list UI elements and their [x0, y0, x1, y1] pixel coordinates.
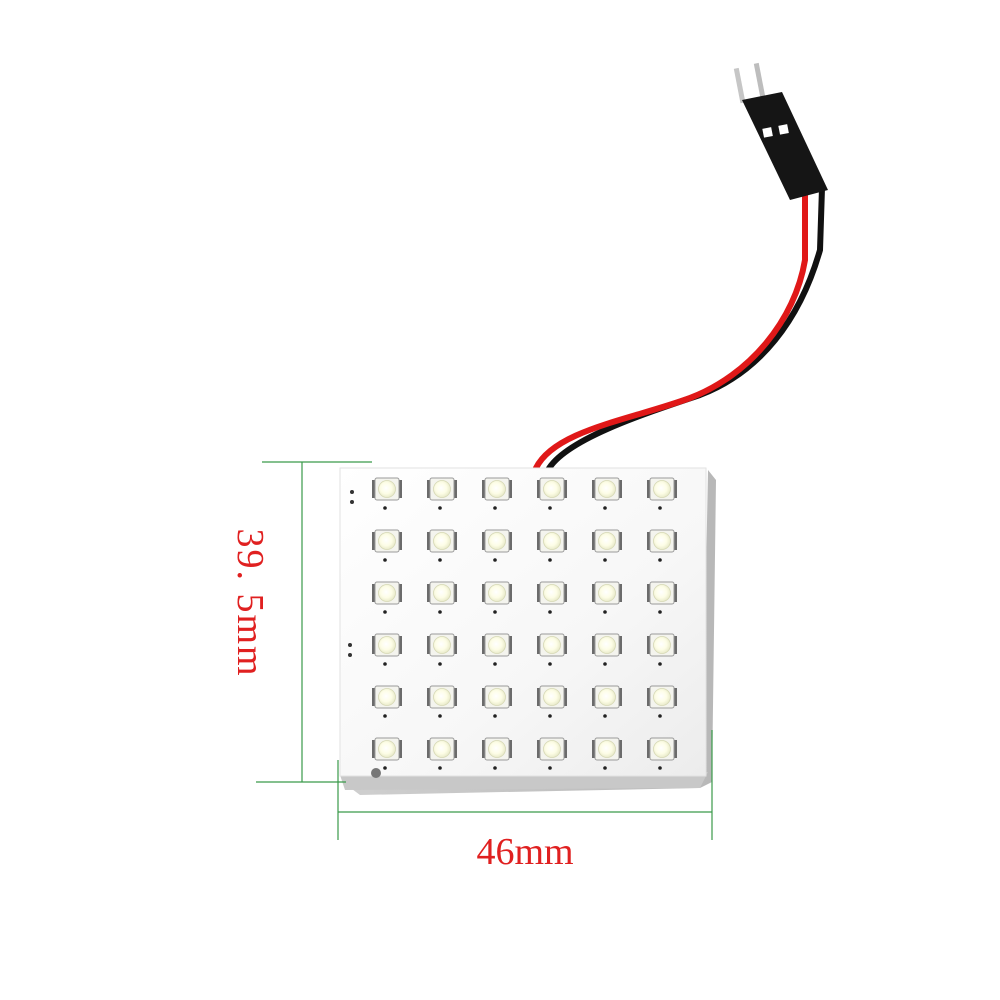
red-wire: [533, 187, 808, 471]
dimension-lines: [256, 461, 713, 840]
smd-led: [427, 633, 457, 666]
smd-led: [482, 685, 512, 718]
smd-led: [372, 633, 402, 666]
mount-hole: [371, 768, 381, 778]
smd-led: [427, 737, 457, 770]
smd-led: [372, 477, 402, 510]
smd-led: [592, 685, 622, 718]
smd-led: [372, 737, 402, 770]
smd-led: [592, 529, 622, 562]
smd-led: [592, 633, 622, 666]
smd-led: [482, 477, 512, 510]
smd-led: [647, 685, 677, 718]
smd-led: [647, 529, 677, 562]
smd-led: [647, 581, 677, 614]
smd-led: [537, 633, 567, 666]
smd-led: [537, 737, 567, 770]
connector-pin: [753, 62, 766, 99]
smd-led: [592, 477, 622, 510]
smd-led: [427, 529, 457, 562]
wires: [533, 185, 825, 473]
connector-pin: [733, 67, 746, 104]
smd-led: [427, 581, 457, 614]
connector-body: [742, 92, 828, 200]
smd-led: [537, 581, 567, 614]
led-board: [339, 467, 716, 795]
smd-led: [592, 737, 622, 770]
smd-led: [537, 529, 567, 562]
connector-window: [762, 127, 773, 138]
smd-led: [372, 581, 402, 614]
smd-led: [482, 581, 512, 614]
smd-led: [427, 685, 457, 718]
smd-led: [482, 529, 512, 562]
smd-led: [537, 477, 567, 510]
height-dimension-label: 39. 5mm: [229, 528, 271, 678]
smd-led: [482, 633, 512, 666]
smd-led: [372, 529, 402, 562]
connector-window: [778, 124, 789, 135]
connector: [733, 62, 828, 200]
smd-led: [647, 633, 677, 666]
led-grid: [372, 477, 677, 770]
width-dimension-label: 46mm: [476, 831, 574, 873]
smd-led: [647, 737, 677, 770]
smd-led: [592, 581, 622, 614]
smd-led: [427, 477, 457, 510]
smd-led: [537, 685, 567, 718]
smd-led: [372, 685, 402, 718]
smd-led: [647, 477, 677, 510]
board-face: [340, 468, 706, 776]
smd-led: [482, 737, 512, 770]
